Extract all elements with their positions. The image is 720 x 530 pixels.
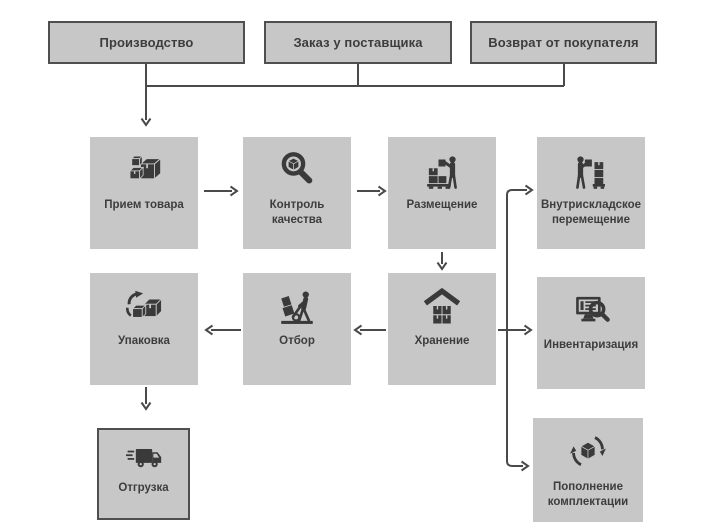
- node-placement-label: Размещение: [406, 199, 478, 211]
- node-inventory-label: Инвентаризация: [543, 339, 639, 351]
- delivery-truck-icon: [122, 439, 166, 477]
- node-picking: Отбор: [243, 273, 351, 385]
- monitor-magnifier-icon: [568, 288, 614, 332]
- node-shipping: Отгрузка: [97, 428, 190, 520]
- worker-stacking-boxes-icon: [419, 148, 465, 192]
- node-production: Производство: [48, 21, 245, 64]
- edge-sources-merge: [146, 64, 565, 87]
- magnifier-box-icon: [274, 148, 320, 192]
- node-placement: Размещение: [388, 137, 496, 249]
- edge-storage-movement: [506, 184, 534, 458]
- node-picking-label: Отбор: [279, 335, 315, 347]
- node-receiving: Прием товара: [90, 137, 198, 249]
- node-internal-movement-label: Внутрискладское перемещение: [540, 199, 642, 226]
- node-inventory: Инвентаризация: [537, 277, 645, 389]
- node-packing-label: Упаковка: [118, 335, 170, 347]
- node-replenishment: Пополнение комплектации: [533, 418, 643, 522]
- node-storage-label: Хранение: [414, 335, 470, 347]
- edge-storage-replenishment: [506, 198, 530, 472]
- node-customer-return: Возврат от покупателя: [470, 21, 657, 64]
- node-quality-control-label: Контроль качества: [269, 199, 325, 226]
- node-shipping-label: Отгрузка: [118, 482, 169, 494]
- hand-truck-icon: [274, 284, 320, 328]
- node-packing: Упаковка: [90, 273, 198, 385]
- goods-boxes-icon: [121, 148, 167, 192]
- worker-carrying-box-icon: [568, 148, 614, 192]
- node-quality-control: Контроль качества: [243, 137, 351, 249]
- node-production-label: Производство: [99, 35, 194, 50]
- boxes-cycle-icon: [121, 284, 167, 328]
- node-supplier-order: Заказ у поставщика: [264, 21, 452, 64]
- box-refresh-icon: [565, 430, 611, 474]
- warehouse-roof-boxes-icon: [419, 284, 465, 328]
- node-replenishment-label: Пополнение комплектации: [547, 481, 629, 508]
- node-receiving-label: Прием товара: [104, 199, 184, 211]
- node-internal-movement: Внутрискладское перемещение: [537, 137, 645, 249]
- node-storage: Хранение: [388, 273, 496, 385]
- node-supplier-order-label: Заказ у поставщика: [293, 35, 423, 50]
- node-customer-return-label: Возврат от покупателя: [488, 35, 639, 50]
